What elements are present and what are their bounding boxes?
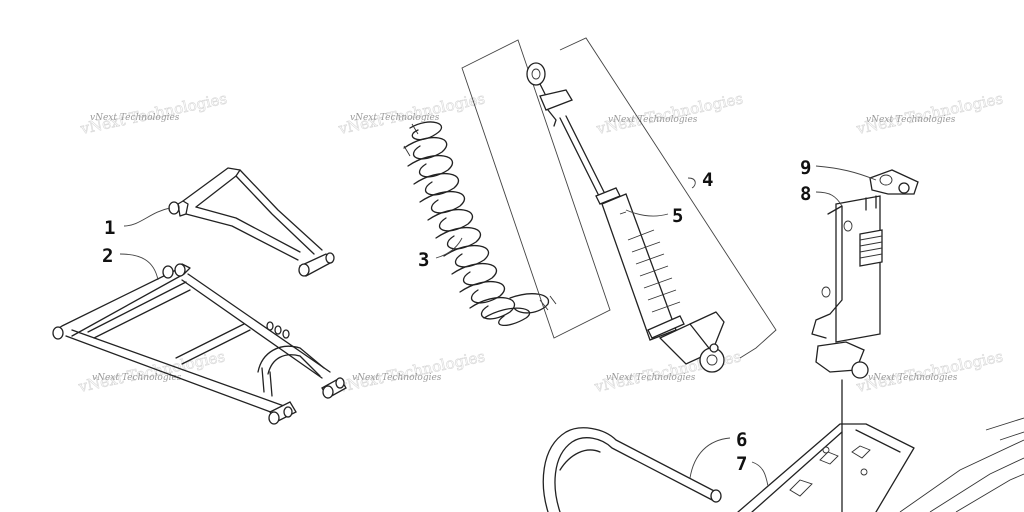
watermark-3: vNext Technologies vNext Technologies bbox=[594, 89, 745, 138]
callout-1: 1 bbox=[104, 217, 115, 239]
watermark-1: vNext Technologies vNext Technologies bbox=[78, 89, 229, 138]
part-handle-bar bbox=[542, 427, 722, 512]
callout-6: 6 bbox=[736, 429, 747, 451]
callout-group: 1 2 3 4 5 6 7 8 9 bbox=[102, 157, 811, 475]
leader-7 bbox=[751, 461, 769, 487]
callout-3: 3 bbox=[418, 249, 429, 271]
callout-9: 9 bbox=[800, 157, 811, 179]
watermark-ghost: vNext Technologies bbox=[594, 89, 744, 138]
watermark-5: vNext Technologies vNext Technologies bbox=[76, 347, 227, 396]
watermark-text: vNext Technologies bbox=[866, 115, 956, 125]
watermark-ghost: vNext Technologies bbox=[854, 347, 1004, 396]
part-shock-absorber bbox=[526, 62, 725, 373]
watermark-6: vNext Technologies vNext Technologies bbox=[336, 347, 487, 396]
callout-4: 4 bbox=[702, 169, 713, 191]
part-shock-assembly-outline bbox=[461, 37, 777, 359]
leader-9 bbox=[815, 165, 877, 181]
watermark-text: vNext Technologies bbox=[868, 373, 958, 383]
leader-3 bbox=[435, 237, 463, 259]
leader-4 bbox=[687, 177, 696, 189]
watermark-text: vNext Technologies bbox=[90, 113, 180, 123]
watermark-text: vNext Technologies bbox=[606, 373, 696, 383]
watermark-text: vNext Technologies bbox=[352, 373, 442, 383]
part-coil-spring bbox=[403, 121, 557, 326]
callout-8: 8 bbox=[800, 183, 811, 205]
part-lower-a-arm bbox=[52, 263, 347, 425]
watermark-ghost: vNext Technologies bbox=[854, 89, 1004, 138]
leader-5 bbox=[625, 209, 669, 217]
watermark-2: vNext Technologies vNext Technologies bbox=[336, 89, 487, 138]
watermark-text: vNext Technologies bbox=[92, 373, 182, 383]
watermark-ghost: vNext Technologies bbox=[76, 347, 226, 396]
leader-6 bbox=[689, 437, 731, 479]
watermark-ghost: vNext Technologies bbox=[336, 347, 486, 396]
part-spindle bbox=[811, 195, 883, 512]
callout-2: 2 bbox=[102, 245, 113, 267]
callout-7: 7 bbox=[736, 453, 747, 475]
part-ski bbox=[737, 417, 1024, 512]
watermark-text: vNext Technologies bbox=[608, 115, 698, 125]
callout-5: 5 bbox=[672, 205, 683, 227]
leader-8 bbox=[815, 191, 843, 207]
part-upper-a-arm bbox=[168, 167, 335, 277]
watermark-4: vNext Technologies vNext Technologies bbox=[854, 89, 1005, 138]
watermark-text: vNext Technologies bbox=[350, 113, 440, 123]
leader-lines bbox=[119, 165, 877, 487]
leader-2 bbox=[119, 253, 159, 281]
leader-1 bbox=[123, 207, 171, 227]
watermark-8: vNext Technologies vNext Technologies bbox=[854, 347, 1005, 396]
part-clamp bbox=[869, 169, 919, 195]
